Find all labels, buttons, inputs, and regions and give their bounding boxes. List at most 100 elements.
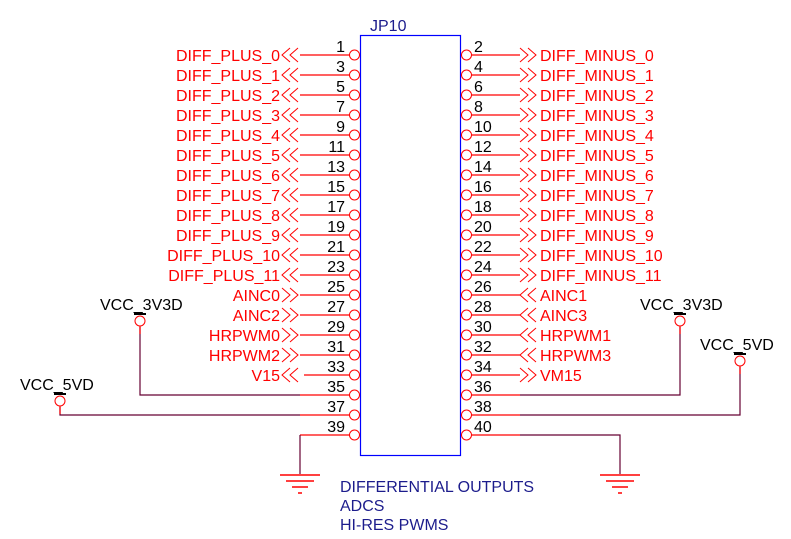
pin-terminal[interactable] [349, 329, 360, 341]
pin-terminal[interactable] [349, 189, 360, 201]
ground-symbol-right[interactable] [600, 474, 640, 494]
pin-terminal[interactable] [349, 49, 360, 61]
pin-terminal[interactable] [461, 109, 472, 121]
pin-terminal[interactable] [349, 169, 360, 181]
pin-terminal[interactable] [461, 409, 472, 421]
net-label[interactable]: DIFF_MINUS_11 [540, 268, 662, 285]
pin-terminal[interactable] [461, 269, 472, 281]
net-label[interactable]: HRPWM0 [209, 328, 280, 345]
pin-terminal[interactable] [461, 249, 472, 261]
net-label[interactable]: VM15 [540, 368, 582, 385]
pin-36[interactable]: 36 [461, 379, 521, 401]
net-label[interactable]: DIFF_PLUS_10 [167, 248, 280, 265]
pin-terminal[interactable] [461, 429, 472, 441]
net-label[interactable]: DIFF_PLUS_6 [176, 168, 280, 185]
net-label[interactable]: DIFF_MINUS_2 [540, 88, 654, 105]
net-label[interactable]: DIFF_MINUS_7 [540, 188, 654, 205]
net-label[interactable]: DIFF_PLUS_9 [176, 228, 280, 245]
pin-terminal[interactable] [461, 349, 472, 361]
net-label[interactable]: AINC0 [233, 288, 280, 305]
pin-terminal[interactable] [461, 149, 472, 161]
net-label[interactable]: DIFF_PLUS_3 [176, 108, 280, 125]
pin-terminal[interactable] [349, 89, 360, 101]
pin-terminal[interactable] [349, 229, 360, 241]
net-label[interactable]: HRPWM2 [209, 348, 280, 365]
net-label[interactable]: DIFF_PLUS_5 [176, 148, 280, 165]
net-label[interactable]: DIFF_PLUS_1 [176, 68, 280, 85]
pin-terminal[interactable] [349, 429, 360, 441]
pin-39[interactable]: 39 [300, 419, 360, 441]
net-label[interactable]: DIFF_MINUS_10 [540, 248, 663, 265]
pin-38[interactable]: 38 [461, 399, 521, 421]
pin-terminal[interactable] [349, 129, 360, 141]
net-label[interactable]: AINC1 [540, 288, 587, 305]
pin-terminal[interactable] [349, 289, 360, 301]
net-label[interactable]: DIFF_PLUS_7 [176, 188, 280, 205]
net-label[interactable]: DIFF_PLUS_11 [168, 268, 280, 285]
pin-terminal[interactable] [349, 309, 360, 321]
net-label[interactable]: DIFF_MINUS_5 [540, 148, 654, 165]
pin-terminal[interactable] [461, 129, 472, 141]
pin-terminal[interactable] [349, 69, 360, 81]
pin-terminal[interactable] [461, 89, 472, 101]
net-label[interactable]: DIFF_MINUS_3 [540, 108, 654, 125]
power-port-right-5v[interactable]: VCC_5VD [700, 337, 774, 374]
pin-terminal[interactable] [461, 189, 472, 201]
pin-terminal[interactable] [461, 69, 472, 81]
net-label[interactable]: DIFF_PLUS_8 [176, 208, 280, 225]
pin-terminal[interactable] [349, 269, 360, 281]
ground-symbol-left[interactable] [280, 474, 320, 494]
pin-terminal[interactable] [349, 389, 360, 401]
pin-terminal[interactable] [461, 229, 472, 241]
net-label[interactable]: DIFF_MINUS_1 [540, 68, 654, 85]
net-label[interactable]: V15 [252, 368, 281, 385]
pin-terminal[interactable] [349, 249, 360, 261]
power-port-left-3v3[interactable]: VCC_3V3D [100, 297, 183, 334]
net-label[interactable]: DIFF_MINUS_6 [540, 168, 654, 185]
net-label[interactable]: DIFF_MINUS_4 [540, 128, 654, 145]
pin-terminal[interactable] [349, 209, 360, 221]
pin-terminal[interactable] [461, 289, 472, 301]
net-label[interactable]: AINC2 [233, 308, 280, 325]
pin-terminal[interactable] [349, 149, 360, 161]
pin-terminal[interactable] [349, 349, 360, 361]
net-label[interactable]: DIFF_MINUS_9 [540, 228, 654, 245]
net-label[interactable]: DIFF_PLUS_0 [176, 48, 280, 65]
pin-terminal[interactable] [461, 309, 472, 321]
net-label[interactable]: AINC3 [540, 308, 587, 325]
pin-40[interactable]: 40 [461, 419, 521, 441]
net-label[interactable]: HRPWM1 [540, 328, 611, 345]
pin-terminal[interactable] [461, 369, 472, 381]
pin-terminal[interactable] [461, 49, 472, 61]
pin-terminal[interactable] [461, 209, 472, 221]
net-label[interactable]: DIFF_MINUS_0 [540, 48, 654, 65]
pin-terminal[interactable] [461, 389, 472, 401]
pin-37[interactable]: 37 [300, 399, 360, 421]
pin-35[interactable]: 35 [300, 379, 360, 401]
